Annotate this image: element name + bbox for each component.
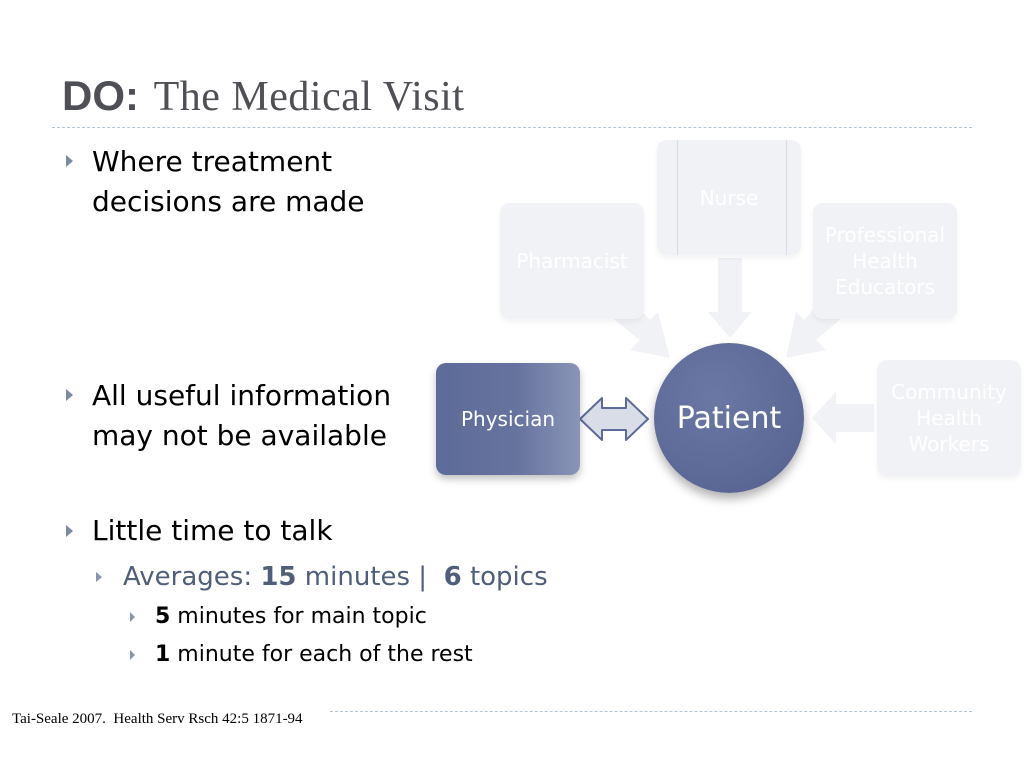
sub-sub-bullet-arrow-icon xyxy=(130,650,135,660)
slide-title: DO: The Medical Visit xyxy=(62,68,464,125)
averages-prefix: Averages: xyxy=(123,562,261,592)
double-arrow xyxy=(579,397,649,441)
title-bold: DO: xyxy=(62,72,139,119)
bullet-arrow-icon xyxy=(66,389,73,401)
topics-number: 6 xyxy=(443,562,462,592)
physician-box: Physician xyxy=(436,363,580,475)
bullet-arrow-icon xyxy=(66,155,73,167)
community-workers-label: Community Health Workers xyxy=(891,380,1007,456)
sub-sub-bullet-main-topic: 5 minutes for main topic xyxy=(155,602,427,632)
bullet-little-time: Little time to talk xyxy=(92,511,432,551)
nurse-label: Nurse xyxy=(699,185,759,210)
bullet-treatment-decisions: Where treatment decisions are made xyxy=(92,142,422,222)
bullet-information: All useful information may not be availa… xyxy=(92,376,432,456)
topics-label: topics xyxy=(461,562,548,592)
bullet-text: Where treatment decisions are made xyxy=(92,145,365,218)
pharmacist-label: Pharmacist xyxy=(516,249,628,273)
community-workers-box: Community Health Workers xyxy=(877,360,1021,476)
bullet-text: Little time to talk xyxy=(92,514,333,547)
professional-educators-label: Professional Health Educators xyxy=(824,223,946,299)
pharmacist-box: Pharmacist xyxy=(500,203,644,319)
rest-topic-text: minute for each of the rest xyxy=(170,642,473,667)
bullet-arrow-icon xyxy=(66,525,73,537)
nurse-arrow xyxy=(708,258,752,338)
sub-bullet-averages: Averages: 15 minutes | 6 topics xyxy=(123,560,548,594)
minutes-number: 15 xyxy=(260,562,297,592)
title-divider xyxy=(52,127,972,128)
patient-circle: Patient xyxy=(654,343,804,493)
citation: Tai-Seale 2007. Health Serv Rsch 42:5 18… xyxy=(12,711,303,727)
sub-sub-bullet-arrow-icon xyxy=(130,612,135,622)
rest-topic-number: 1 xyxy=(155,642,171,667)
title-rest: The Medical Visit xyxy=(153,74,465,120)
nurse-box: Nurse xyxy=(657,140,801,255)
bullet-text: All useful information may not be availa… xyxy=(92,379,392,452)
professional-educators-box: Professional Health Educators xyxy=(813,203,957,319)
community-arrow xyxy=(812,392,874,444)
sub-sub-bullet-rest: 1 minute for each of the rest xyxy=(155,640,473,670)
main-topic-number: 5 xyxy=(155,604,171,629)
footer-divider xyxy=(330,711,972,712)
sub-bullet-arrow-icon xyxy=(96,572,102,582)
main-topic-text: minutes for main topic xyxy=(170,604,427,629)
minutes-label: minutes | xyxy=(296,562,444,592)
physician-label: Physician xyxy=(460,407,556,431)
patient-label: Patient xyxy=(676,400,782,436)
